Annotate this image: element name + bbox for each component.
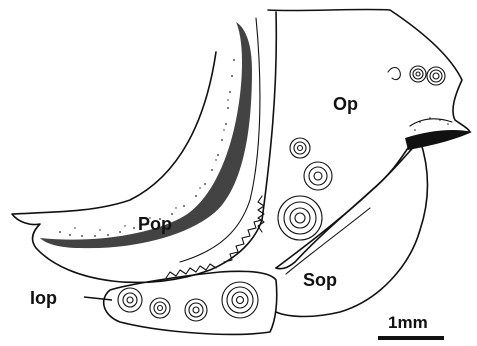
preopercle-rings xyxy=(278,138,332,240)
opercle-spine-shadow xyxy=(410,119,452,126)
scale-bar: 1mm xyxy=(378,313,444,340)
iop-leader-line xyxy=(84,297,112,300)
scale-bar-label: 1mm xyxy=(388,313,428,332)
label-sop: Sop xyxy=(303,270,337,290)
opercle-rings xyxy=(388,66,445,85)
stipple-shading xyxy=(59,59,449,237)
scale-bar-line xyxy=(378,336,444,340)
label-pop: Pop xyxy=(138,214,172,234)
opercle-spine xyxy=(405,130,472,150)
label-iop: Iop xyxy=(30,288,57,308)
label-op: Op xyxy=(333,94,358,114)
subopercle-inner-edge xyxy=(286,208,370,274)
interopercle-rings xyxy=(118,282,258,321)
